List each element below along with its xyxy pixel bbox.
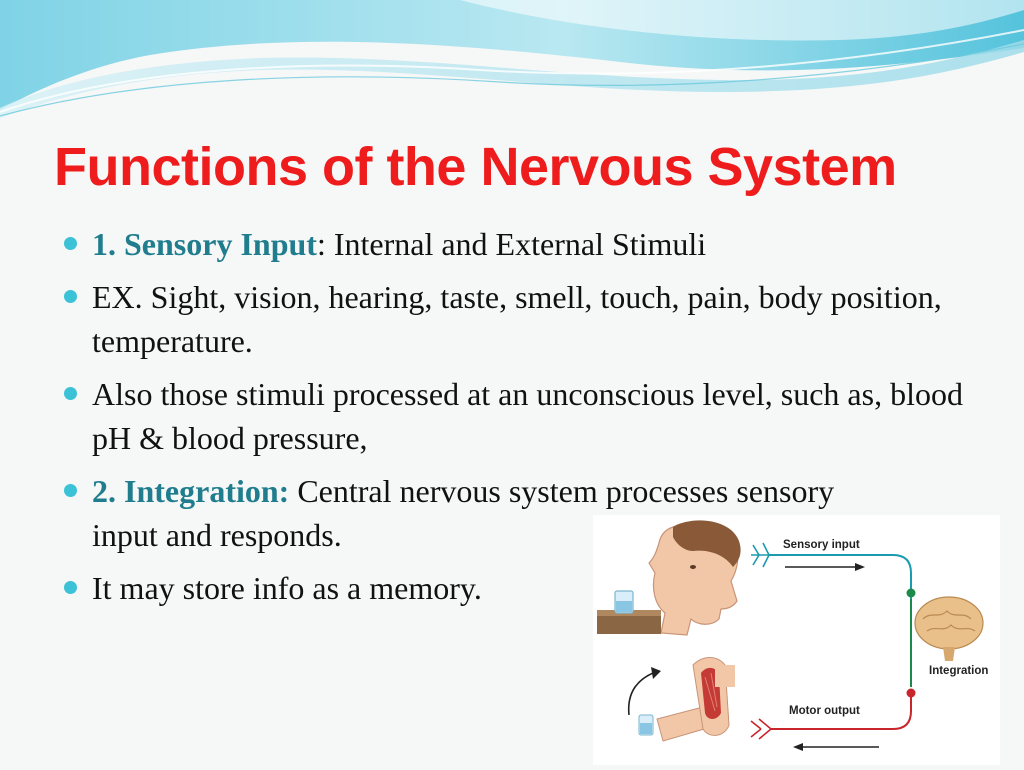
glass-on-table-illustration: [597, 590, 661, 634]
sensory-pathway: [769, 554, 912, 599]
sensory-input-label: Sensory input: [783, 539, 860, 551]
head-illustration: [648, 520, 741, 636]
slide-title: Functions of the Nervous System: [54, 137, 897, 197]
bullet-text: Central nervous system processes sensory…: [92, 473, 835, 553]
motor-nerve-endings: [750, 718, 772, 740]
bullet-icon: [64, 387, 77, 400]
integration-label: Integration: [929, 665, 989, 677]
bullet-text: EX. Sight, vision, hearing, taste, smell…: [92, 279, 942, 359]
header-wave-decoration: [0, 0, 1024, 118]
diagram-drawing: [597, 520, 984, 751]
motor-direction-arrow: [793, 743, 879, 751]
bullet-icon: [64, 581, 77, 594]
motor-pathway: [771, 693, 912, 730]
brain-illustration: [914, 596, 984, 661]
movement-arrow: [627, 667, 661, 716]
bullet-emphasis: 1. Sensory Input: [92, 226, 317, 262]
synapse-dot-upper: [906, 588, 916, 598]
bullet-examples: EX. Sight, vision, hearing, taste, smell…: [64, 275, 964, 363]
bullet-integration: 2. Integration: Central nervous system p…: [64, 469, 892, 557]
bullet-emphasis: 2. Integration:: [92, 473, 290, 509]
arm-illustration: [638, 657, 735, 742]
bullet-text: It may store info as a memory.: [92, 570, 482, 606]
sensory-direction-arrow: [785, 563, 865, 571]
nervous-system-diagram: Sensory input Integration Motor output: [593, 515, 1000, 765]
bullet-text: : Internal and External Stimuli: [316, 226, 707, 262]
bullet-icon: [64, 484, 77, 497]
bullet-icon: [64, 290, 77, 303]
bullet-sensory-input: 1. Sensory Input: Internal and External …: [64, 222, 964, 266]
bullet-memory: It may store info as a memory.: [64, 566, 964, 610]
sensory-nerve-endings: [751, 542, 770, 568]
bullet-unconscious: Also those stimuli processed at an uncon…: [64, 372, 964, 460]
bullet-list: 1. Sensory Input: Internal and External …: [64, 222, 964, 619]
bullet-icon: [64, 237, 77, 250]
bullet-text: Also those stimuli processed at an uncon…: [92, 376, 963, 456]
motor-output-label: Motor output: [789, 705, 860, 717]
